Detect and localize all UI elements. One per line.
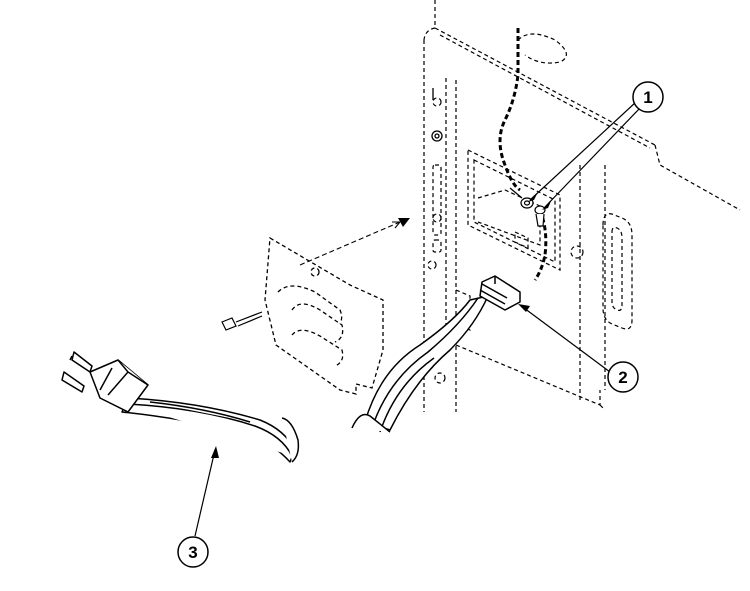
terminal-screws <box>509 187 546 227</box>
internal-ground-wire <box>498 28 548 281</box>
cover-screw <box>221 311 263 331</box>
callout-arrowheads <box>211 192 552 458</box>
cabinet-back-panel <box>423 0 741 412</box>
power-cord <box>61 275 521 463</box>
callout-2-circle <box>607 361 639 393</box>
callout-3: 3 <box>177 536 209 568</box>
callout-1-number: 1 <box>643 88 652 107</box>
alignment-arrowhead <box>398 218 410 227</box>
callout-1: 1 <box>632 81 664 113</box>
cabinet-solid-edges <box>431 88 443 142</box>
callout-3-number: 3 <box>188 543 197 562</box>
access-cover-plate <box>264 236 384 395</box>
callout-1-circle <box>632 81 664 113</box>
alignment-arrow <box>299 221 401 266</box>
callout-3-circle <box>177 536 209 568</box>
callout-2: 2 <box>607 361 639 393</box>
internal-wire-loop <box>517 33 567 64</box>
callout-2-number: 2 <box>618 368 627 387</box>
callout-leaders <box>194 101 641 537</box>
